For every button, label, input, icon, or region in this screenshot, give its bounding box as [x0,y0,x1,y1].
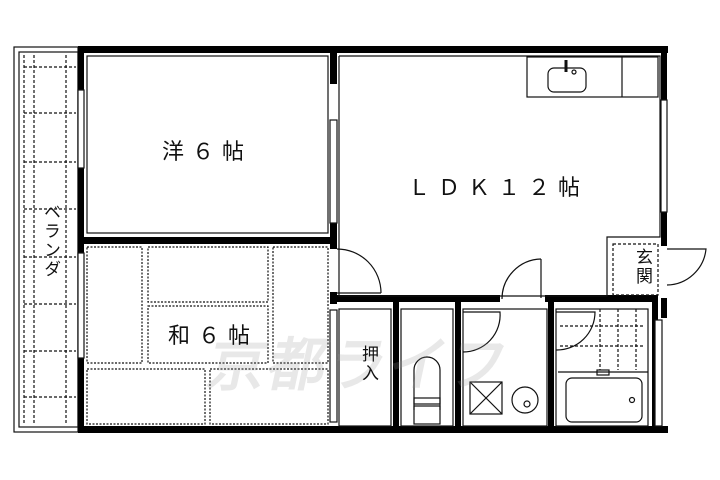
washer-icon [469,381,503,415]
room-label-ldk: ＬＤＫ１２帖 [408,176,589,201]
room-label-veranda: ベランダ [40,203,60,279]
tatami-mats [86,246,329,425]
room-label-western: 洋６帖 [162,140,253,165]
sink-icon [511,386,539,414]
veranda [13,46,79,433]
room-label-entrance: 玄関 [632,248,652,286]
room-label-closet: 押入 [358,345,378,383]
toilet-icon [413,356,441,410]
bathtub-icon [565,377,643,423]
room-label-japanese: 和６帖 [168,324,259,349]
